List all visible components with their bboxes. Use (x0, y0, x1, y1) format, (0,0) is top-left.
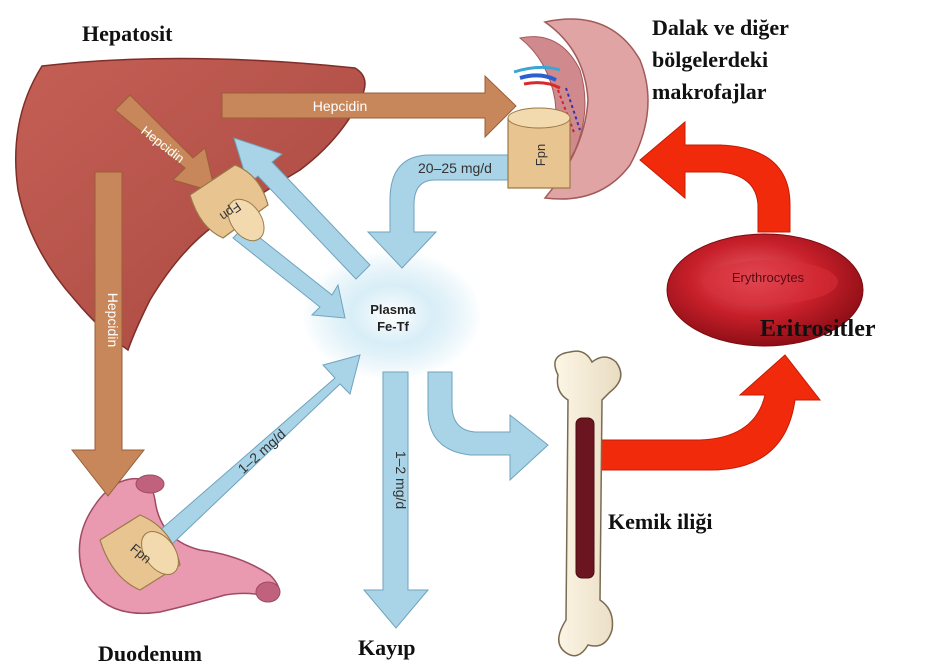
spleen-macrophages-label-line3: makrofajlar (652, 78, 766, 105)
duodenum-label: Duodenum (98, 640, 202, 667)
erythrocytes-label: Eritrositler (760, 316, 876, 343)
bone-shape (555, 351, 621, 656)
spleen-macrophages-label-line2: bölgelerdeki (652, 46, 768, 73)
fpn-text-spleen: Fpn (533, 144, 548, 166)
plasma-label-line1: Plasma (370, 302, 416, 317)
hepatocyte-label: Hepatosit (82, 20, 172, 47)
spleen-flux-label: 20–25 mg/d (418, 160, 492, 176)
red-arrow-erythrocytes-to-spleen (640, 122, 790, 232)
red-arrow-bone-marrow-to-erythrocytes (595, 355, 820, 470)
loss-flux-label: 1–2 mg/d (393, 451, 409, 509)
iron-arrow-plasma-to-bone-marrow (428, 372, 548, 480)
hepcidin-text-to-duodenum: Hepcidin (105, 293, 121, 347)
hepcidin-text-to-spleen: Hepcidin (313, 98, 367, 114)
loss-label: Kayıp (358, 634, 415, 661)
spleen-macrophages-label-line1: Dalak ve diğer (652, 14, 789, 41)
plasma-label-line2: Fe-Tf (377, 319, 409, 334)
duodenum-flux-label: 1–2 mg/d (235, 426, 289, 477)
bone-marrow-label: Kemik iliği (608, 508, 713, 535)
erythrocytes-en-label: Erythrocytes (732, 270, 805, 285)
